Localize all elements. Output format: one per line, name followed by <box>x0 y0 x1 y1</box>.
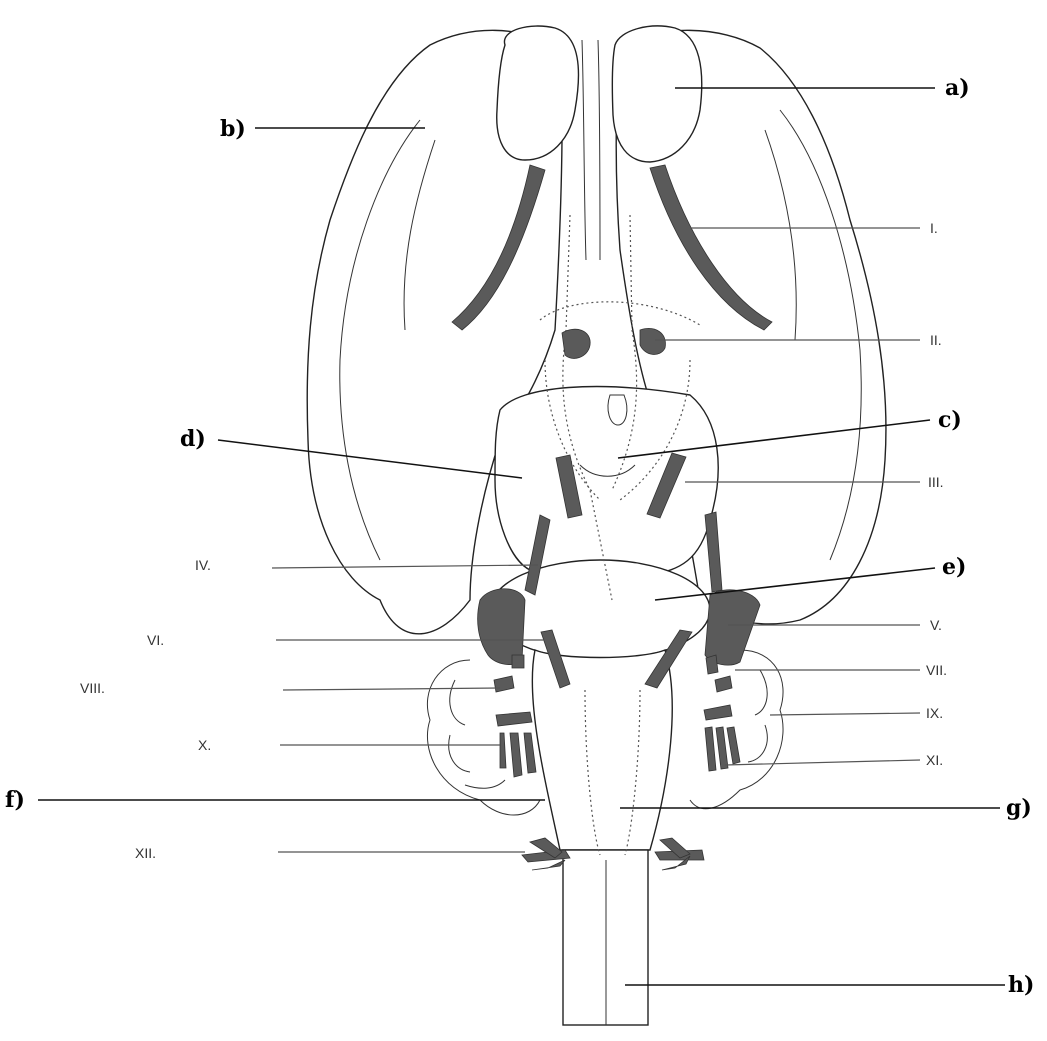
label-n12: XII. <box>135 845 156 861</box>
leader-n8 <box>283 688 500 690</box>
label-n4: IV. <box>195 557 211 573</box>
label-n5: V. <box>930 617 942 633</box>
label-a: a) <box>945 75 970 101</box>
label-n9: IX. <box>926 705 943 721</box>
label-f: f) <box>5 787 25 813</box>
label-n2: II. <box>930 332 942 348</box>
label-c: c) <box>938 407 962 433</box>
label-n1: I. <box>930 220 938 236</box>
label-n6: VI. <box>147 632 164 648</box>
label-h: h) <box>1008 972 1034 998</box>
label-n3: III. <box>928 474 944 490</box>
label-b: b) <box>220 116 246 142</box>
label-d: d) <box>180 426 206 452</box>
label-n8: VIII. <box>80 680 105 696</box>
label-n10: X. <box>198 737 211 753</box>
label-n11: XI. <box>926 752 943 768</box>
label-e: e) <box>942 554 966 580</box>
leader-n9 <box>770 713 920 715</box>
label-g: g) <box>1006 795 1032 821</box>
label-n7: VII. <box>926 662 947 678</box>
